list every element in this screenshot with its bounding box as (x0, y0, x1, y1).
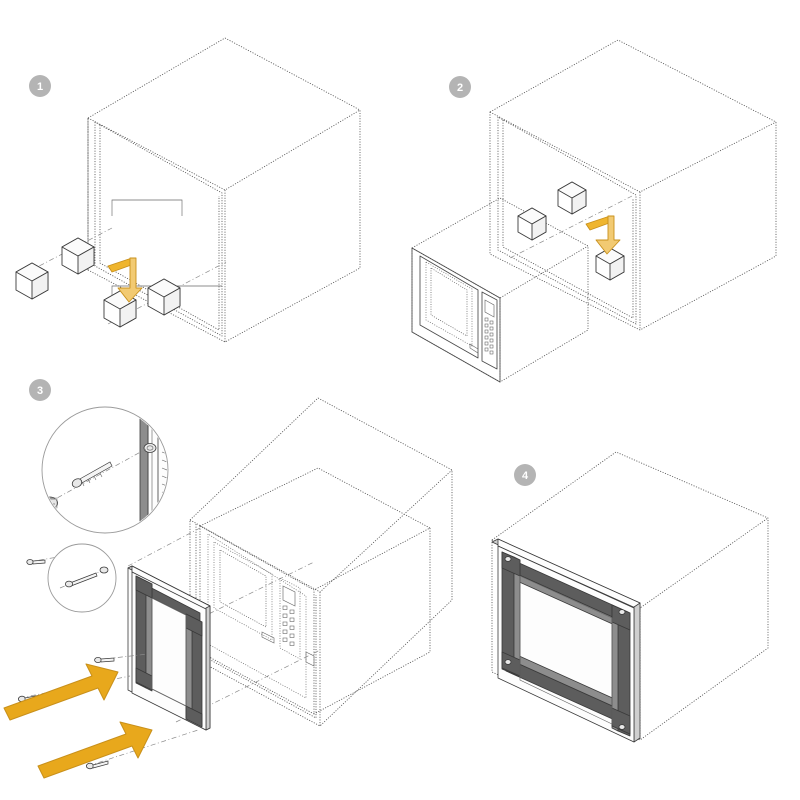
mounting-block (61, 237, 95, 275)
step-badge-3-label: 3 (37, 385, 43, 397)
push-arrow (37, 721, 153, 779)
microwave-step-3 (199, 467, 431, 715)
screw (94, 653, 149, 663)
push-arrows-step-3 (3, 663, 153, 779)
mounting-block (517, 207, 547, 241)
push-arrow (3, 663, 119, 721)
cabinet-step-2 (489, 39, 777, 331)
mounting-block (595, 247, 625, 281)
step-badge-3: 3 (29, 379, 51, 401)
step-badge-4: 4 (514, 464, 536, 486)
step-panel-4: 4 (491, 451, 769, 743)
mounting-block (147, 278, 181, 316)
assembly-arrow-step-2 (585, 215, 621, 255)
step-panel-3: 3 (3, 379, 453, 779)
assembly-arrow-step-1 (107, 257, 143, 303)
trim-frame-step-4 (491, 538, 641, 743)
mounting-block (15, 262, 49, 300)
keypad-buttons (282, 605, 295, 646)
step-panel-1: 1 (15, 37, 361, 343)
step-badge-2-label: 2 (457, 82, 463, 94)
mounting-block (557, 181, 587, 215)
screw (71, 461, 113, 488)
step-badge-1-label: 1 (37, 81, 43, 93)
step-badge-1: 1 (29, 75, 51, 97)
screw (65, 572, 98, 588)
step-panel-2: 2 (411, 39, 777, 383)
microwave-step-2 (411, 197, 589, 383)
trim-frame-step-3 (127, 565, 211, 731)
keypad-buttons (484, 317, 494, 355)
step-badge-4-label: 4 (522, 470, 529, 482)
step-badge-2: 2 (449, 76, 471, 98)
cabinet-step-3 (189, 397, 453, 727)
detail-callout-small (47, 543, 117, 613)
detail-callout-large (41, 406, 169, 534)
mounting-blocks-step-1 (15, 227, 227, 328)
